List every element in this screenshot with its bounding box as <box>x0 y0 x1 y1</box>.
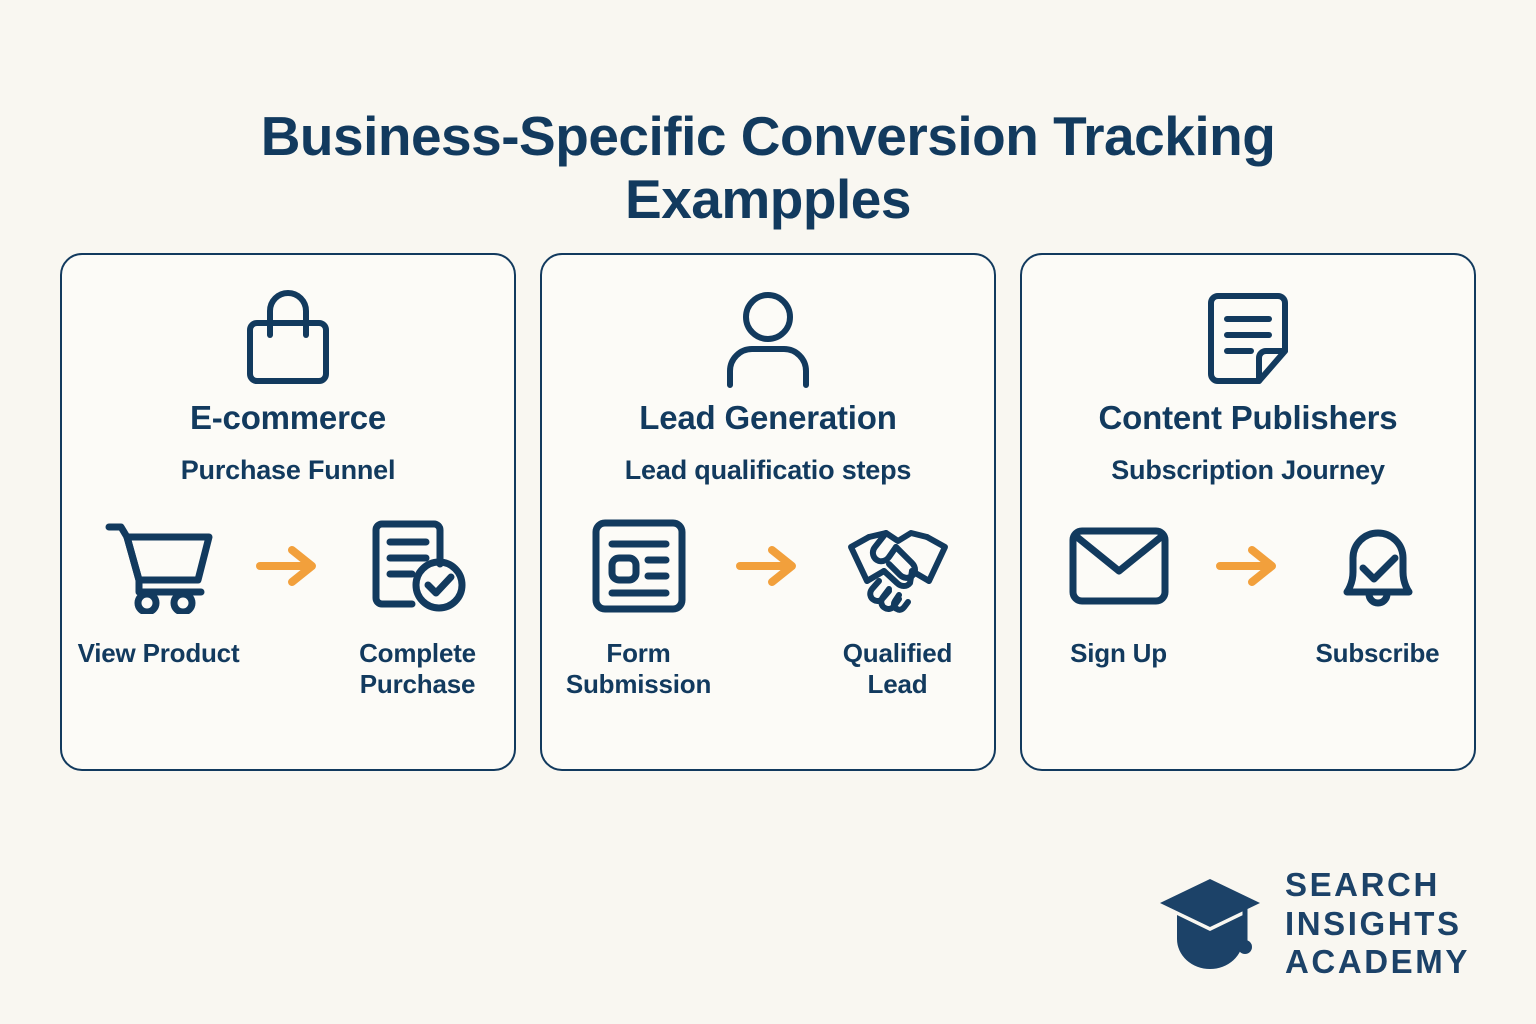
arrow-right-icon <box>1211 516 1285 616</box>
cards-row: E-commerce Purchase Funnel View Product <box>60 253 1476 771</box>
step-label: View Product <box>77 638 240 668</box>
person-icon <box>720 287 816 391</box>
brand-logo: SEARCH INSIGHTS ACADEMY <box>1157 866 1470 982</box>
step-label: Subscribe <box>1315 638 1440 668</box>
card-title: Lead Generation <box>639 399 897 436</box>
card-content-publishers: Content Publishers Subscription Journey … <box>1020 253 1476 771</box>
flow-lead-generation: Form Submission <box>542 516 994 699</box>
shopping-cart-icon <box>103 516 215 616</box>
flow-ecommerce: View Product <box>62 516 514 699</box>
shopping-bag-icon <box>240 287 336 391</box>
card-title: E-commerce <box>189 399 387 436</box>
arrow-right-icon <box>731 516 805 616</box>
flow-content-publishers: Sign Up Sub <box>1022 516 1474 669</box>
step-subscribe: Subscribe <box>1295 516 1460 669</box>
graduation-cap-icon <box>1157 877 1263 971</box>
logo-wordmark: SEARCH INSIGHTS ACADEMY <box>1285 866 1470 982</box>
note-page-icon <box>1201 287 1295 391</box>
card-title: Content Publishers <box>1098 399 1398 436</box>
step-sign-up: Sign Up <box>1036 516 1201 669</box>
step-complete-purchase: Complete Purchase <box>335 516 500 699</box>
bell-check-icon <box>1329 516 1427 616</box>
envelope-icon <box>1067 516 1171 616</box>
logo-line-insights: INSIGHTS <box>1284 904 1462 942</box>
step-qualified-lead: Qualified Lead <box>815 516 980 699</box>
step-label: Qualified Lead <box>842 638 953 699</box>
card-subtitle: Lead qualificatio steps <box>624 455 912 485</box>
step-form-submission: Form Submission <box>556 516 721 699</box>
handshake-icon <box>839 516 957 616</box>
logo-line-search: SEARCH <box>1284 866 1440 904</box>
card-subtitle: Subscription Journey <box>1111 455 1385 485</box>
page-title: Business-Specific Conversion Tracking Ex… <box>260 104 1276 231</box>
arrow-right-icon <box>251 516 325 616</box>
document-check-icon <box>368 516 468 616</box>
step-label: Form Submission <box>565 638 712 699</box>
card-ecommerce: E-commerce Purchase Funnel View Product <box>60 253 516 771</box>
step-label: Sign Up <box>1070 638 1167 668</box>
step-view-product: View Product <box>76 516 241 669</box>
card-subtitle: Purchase Funnel <box>180 455 396 485</box>
form-card-icon <box>590 516 688 616</box>
step-label: Complete Purchase <box>359 638 476 699</box>
card-lead-generation: Lead Generation Lead qualificatio steps <box>540 253 996 771</box>
logo-line-academy: ACADEMY <box>1284 943 1470 981</box>
